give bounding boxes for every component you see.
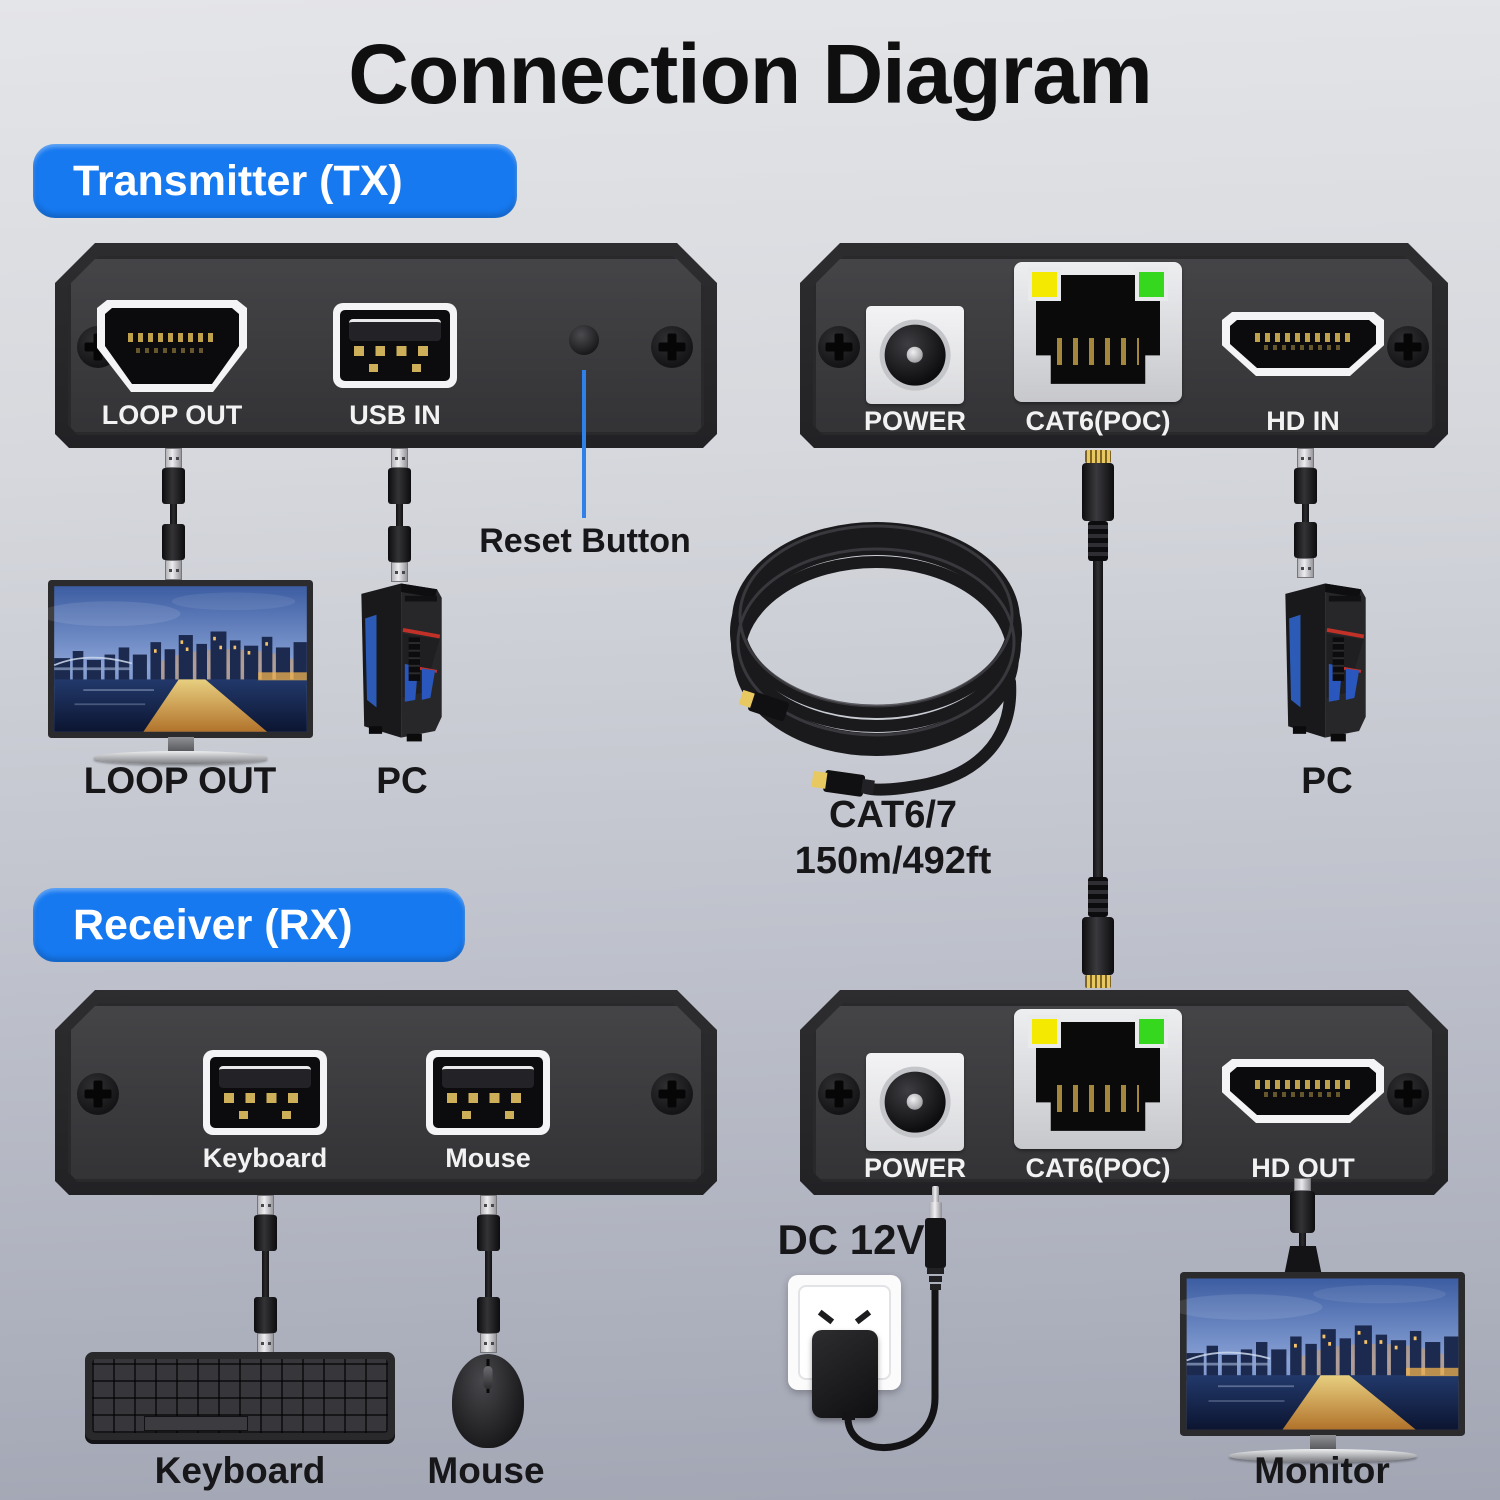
cat-cable-type-label: CAT6/7 [828,794,958,836]
screw-icon [818,1073,860,1115]
device-label-pc-rx: PC [1301,760,1353,801]
tx-section-label: Transmitter (TX) [73,156,403,205]
port-label-cat6-tx: CAT6(POC) [1025,406,1171,436]
cityscape-image [48,580,313,738]
dc-power-label: DC 12V [777,1216,925,1263]
usb-port-mouse [426,1050,550,1135]
usb-port-usbin [333,303,457,388]
port-label-loopout: LOOP OUT [101,400,243,430]
device-label-monitor: Monitor [1254,1450,1390,1491]
monitor-illustration-loopout [48,580,313,764]
hdmi-cable [1292,448,1318,578]
tx-section-badge: Transmitter (TX) [33,144,517,218]
hdmi-socket [105,308,239,384]
hdmi-cable-cord [1299,1233,1306,1246]
led-green [1138,271,1164,297]
led-yellow [1032,271,1058,297]
device-label-loopout-monitor: LOOP OUT [83,760,277,801]
rx-front-panel [68,1003,704,1182]
power-adapter [812,1330,878,1418]
usb-cable [475,1195,501,1353]
led-yellow [1032,1018,1058,1044]
page-title: Connection Diagram [348,27,1152,121]
usb-socket [433,1057,543,1128]
reset-callout-line [582,370,586,518]
hdmi-port-loopout [97,300,247,392]
port-label-hdin: HD IN [1266,406,1340,436]
screw-icon [651,326,693,368]
reset-button-label: Reset Button [479,522,691,560]
power-jack-rx [866,1053,964,1151]
port-label-usbin: USB IN [349,400,441,430]
port-label-power-tx: POWER [863,406,967,436]
coiled-cable-illustration [726,492,1026,814]
screw-icon [651,1073,693,1115]
rj45-port-rx [1014,1009,1182,1149]
screw-icon [1387,326,1429,368]
hdmi-port-hdin [1222,312,1384,376]
screw-icon [818,326,860,368]
usb-cable [386,448,412,582]
usb-port-keyboard [203,1050,327,1135]
hdmi-plug [1284,1246,1322,1276]
port-label-cat6-rx: CAT6(POC) [1025,1153,1171,1183]
pc-illustration-rx-source [1274,574,1378,750]
device-label-pc-tx: PC [376,760,428,801]
pc-illustration-tx [350,574,454,750]
mouse-illustration [452,1354,524,1448]
device-label-keyboard: Keyboard [154,1450,326,1491]
usb-cable [160,448,186,580]
reset-button [569,325,599,355]
hdmi-socket [1230,320,1376,368]
port-label-keyboard: Keyboard [202,1143,328,1173]
keyboard-illustration [85,1352,395,1440]
port-label-mouse: Mouse [445,1143,531,1173]
rx-section-label: Receiver (RX) [73,900,353,949]
hdmi-socket [1230,1067,1376,1115]
port-label-power-rx: POWER [863,1153,967,1183]
ethernet-cable [1078,450,1118,988]
hdmi-cable-connector [1290,1191,1315,1233]
power-jack-tx [866,306,964,404]
hdmi-cable-tip [1294,1178,1311,1191]
rj45-port-tx [1014,262,1182,402]
device-label-mouse: Mouse [427,1450,545,1491]
cat-cable-length-label: 150m/492ft [794,840,992,882]
cityscape-image [1180,1272,1465,1436]
hdmi-port-hdout [1222,1059,1384,1123]
screw-icon [1387,1073,1429,1115]
rx-front-device [55,990,717,1195]
rx-section-badge: Receiver (RX) [33,888,465,962]
usb-cable [252,1195,278,1353]
monitor-illustration-out [1180,1272,1465,1462]
led-green [1138,1018,1164,1044]
dc-cable [780,1160,1040,1490]
screw-icon [77,1073,119,1115]
usb-socket [210,1057,320,1128]
usb-socket [340,310,450,381]
